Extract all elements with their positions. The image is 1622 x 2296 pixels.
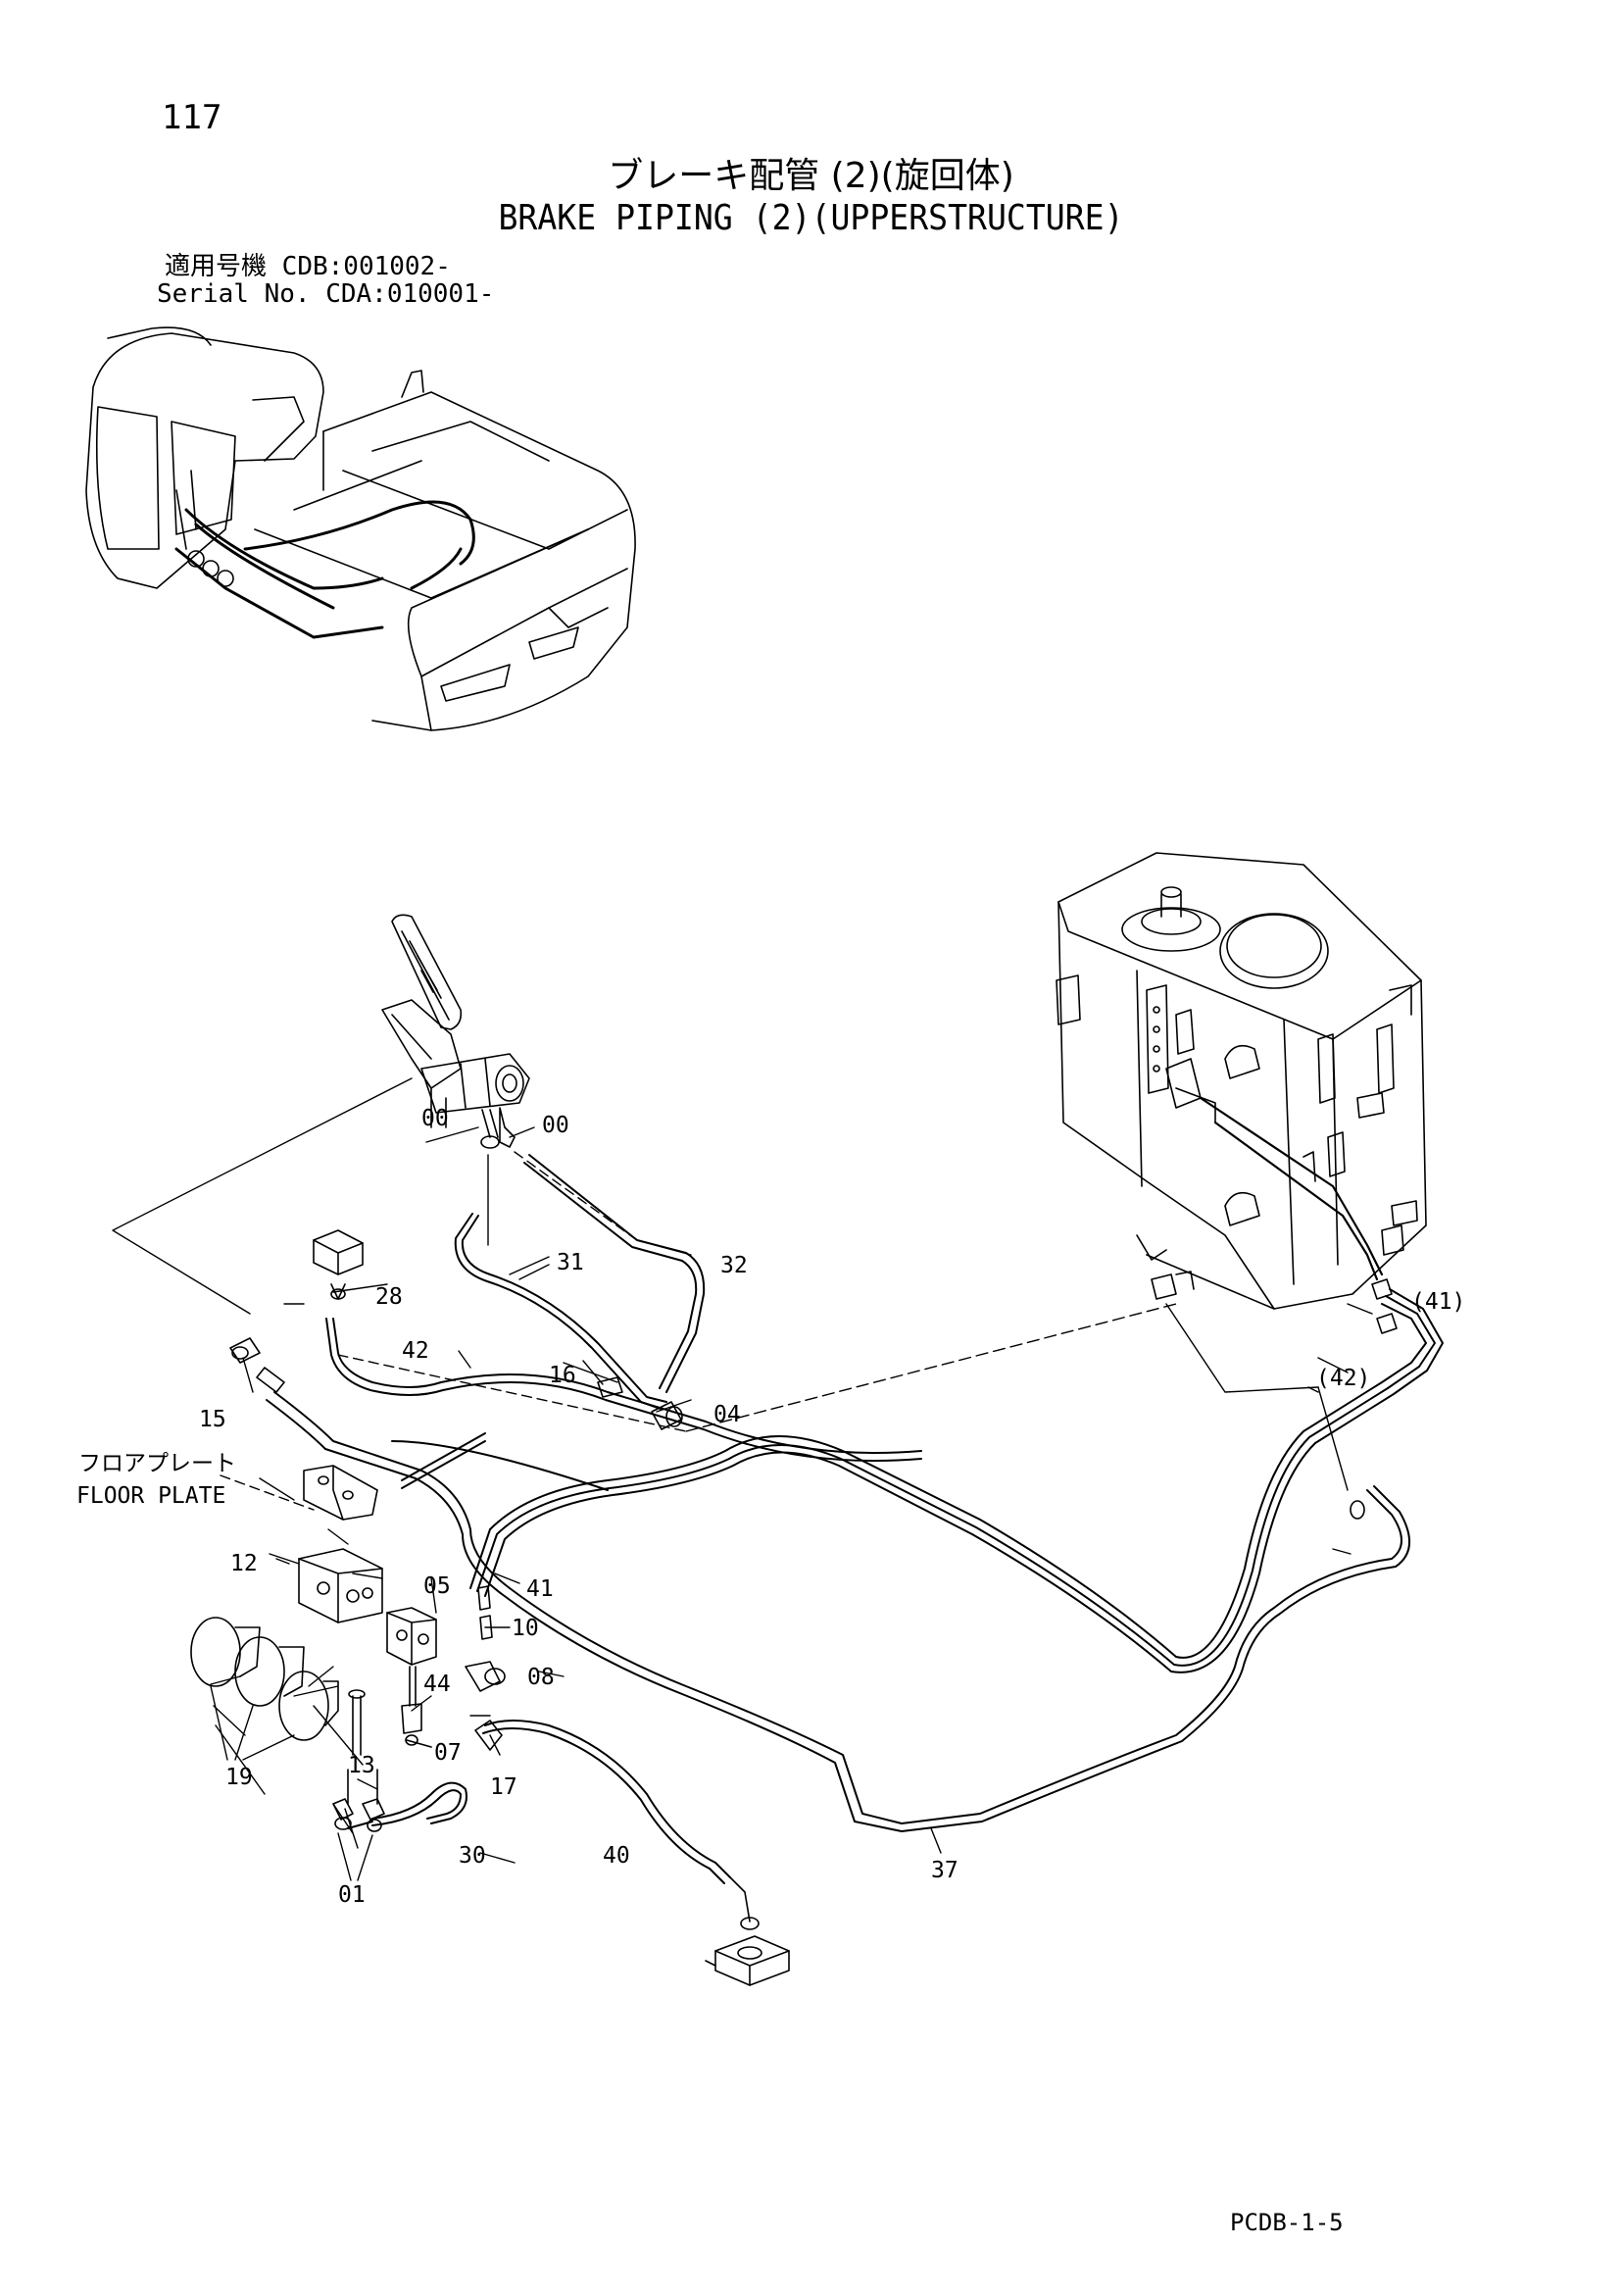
callout-07: 07 [434, 1740, 462, 1766]
callout-00-right: 00 [542, 1113, 569, 1138]
part-callouts: 00 00 01 04 05 07 08 10 12 13 15 16 17 1… [76, 1106, 1465, 1908]
callout-32: 32 [720, 1253, 748, 1278]
hoses [266, 1154, 1444, 1884]
machine-overview-illustration [85, 326, 636, 731]
callout-13: 13 [348, 1753, 375, 1778]
leader-lines [112, 1077, 1373, 1864]
callout-10: 10 [512, 1616, 539, 1641]
callout-16: 16 [549, 1363, 576, 1388]
callout-19: 19 [225, 1765, 253, 1790]
callout-44: 44 [423, 1672, 451, 1697]
page-number: 117 [162, 98, 222, 137]
serial-line: Serial No. CDA:010001- [157, 279, 494, 309]
applicable-model-line: 適用号機 CDB:001002- [165, 252, 451, 281]
callout-17: 17 [490, 1774, 517, 1800]
callout-04: 04 [713, 1402, 741, 1427]
callout-28: 28 [375, 1284, 403, 1310]
callout-pointers [210, 1256, 604, 1881]
fittings-and-valve-block [190, 1229, 1398, 1986]
callout-12: 12 [230, 1551, 258, 1576]
callout-41-reference: (41) [1411, 1289, 1465, 1315]
callout-08: 08 [527, 1665, 555, 1690]
callout-41: 41 [526, 1576, 554, 1602]
callout-37: 37 [931, 1858, 958, 1883]
applicable-value: CDB:001002- [281, 252, 451, 281]
callout-42: 42 [402, 1338, 429, 1364]
callout-00-left: 00 [421, 1106, 449, 1131]
title-english: BRAKE PIPING (2)(UPPERSTRUCTURE) [498, 198, 1124, 238]
callout-42-reference: (42) [1316, 1366, 1370, 1391]
footer-code: PCDB-1-5 [1230, 2209, 1344, 2236]
applicable-label: 適用号機 [165, 252, 268, 281]
floor-plate-label-jp: フロアプレート [78, 1451, 236, 1476]
serial-label: Serial No. [157, 279, 311, 309]
serial-value: CDA:010001- [325, 279, 495, 309]
callout-31: 31 [557, 1250, 584, 1275]
brake-pedal-valve-illustration [381, 914, 530, 1149]
title-japanese: ブレーキ配管 (2)(旋回体) [608, 156, 1014, 196]
callout-05: 05 [423, 1573, 451, 1599]
hydraulic-tank-illustration [1056, 852, 1427, 1310]
callout-01: 01 [338, 1882, 366, 1908]
floor-plate-label-en: FLOOR PLATE [76, 1483, 225, 1509]
callout-30: 30 [459, 1843, 486, 1869]
callout-15: 15 [199, 1407, 226, 1432]
callout-40: 40 [603, 1843, 630, 1869]
